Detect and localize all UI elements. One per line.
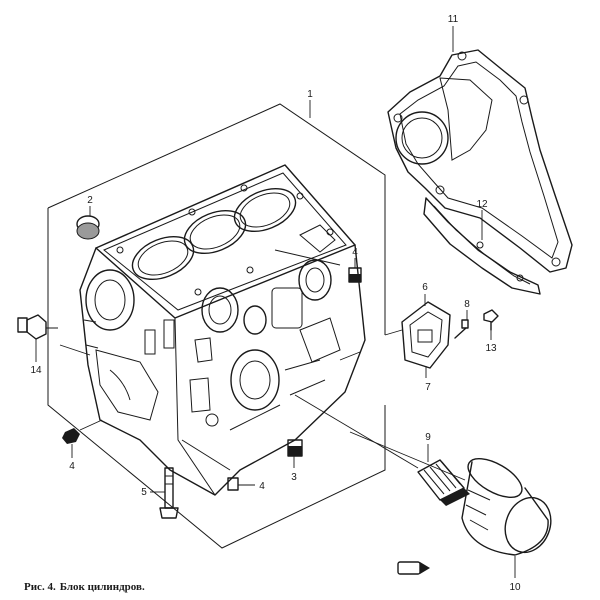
callout-5: 5	[141, 487, 147, 498]
callout-2: 2	[87, 195, 93, 206]
callout-labels: 1 2 4 11 12 6 7 8 13 14 4 3 5 4 9 10	[30, 14, 521, 593]
part-10-oil-filter	[461, 458, 552, 556]
callout-7: 7	[425, 382, 431, 393]
part-5-bolt	[159, 467, 179, 519]
callout-9: 9	[425, 432, 431, 443]
figure-caption: Рис. 4.Блок цилиндров.	[24, 581, 145, 593]
callout-3: 3	[291, 472, 297, 483]
callout-12: 12	[476, 199, 488, 210]
part-6-7-pump-cover	[401, 301, 451, 369]
arrow-badge	[397, 561, 430, 575]
callout-8: 8	[464, 299, 470, 310]
figure-number: Рис. 4.	[24, 581, 56, 593]
callout-1: 1	[307, 89, 313, 100]
leader-lines	[35, 26, 516, 578]
callout-14: 14	[30, 365, 42, 376]
cylinder-block	[79, 164, 366, 496]
part-3-cap	[287, 439, 303, 457]
callout-13: 13	[485, 343, 497, 354]
callout-4-right: 4	[352, 247, 358, 258]
callout-4-left: 4	[69, 461, 75, 472]
part-11-gasket	[387, 49, 573, 273]
part-4-nut-bottom	[227, 477, 239, 491]
callout-6: 6	[422, 282, 428, 293]
callout-10: 10	[509, 582, 521, 593]
part-8-screw	[454, 319, 469, 339]
part-4-nut-right	[348, 267, 362, 283]
callout-4-bottom: 4	[259, 481, 265, 492]
part-9-nipple	[417, 459, 470, 506]
figure-title: Блок цилиндров.	[59, 581, 145, 593]
part-4-nut-left	[62, 428, 80, 444]
part-12-gasket	[423, 197, 541, 295]
callout-11: 11	[448, 14, 459, 25]
part-13-bolt	[483, 309, 499, 331]
part-2-plug	[76, 215, 100, 240]
part-14-sensor	[17, 314, 58, 340]
